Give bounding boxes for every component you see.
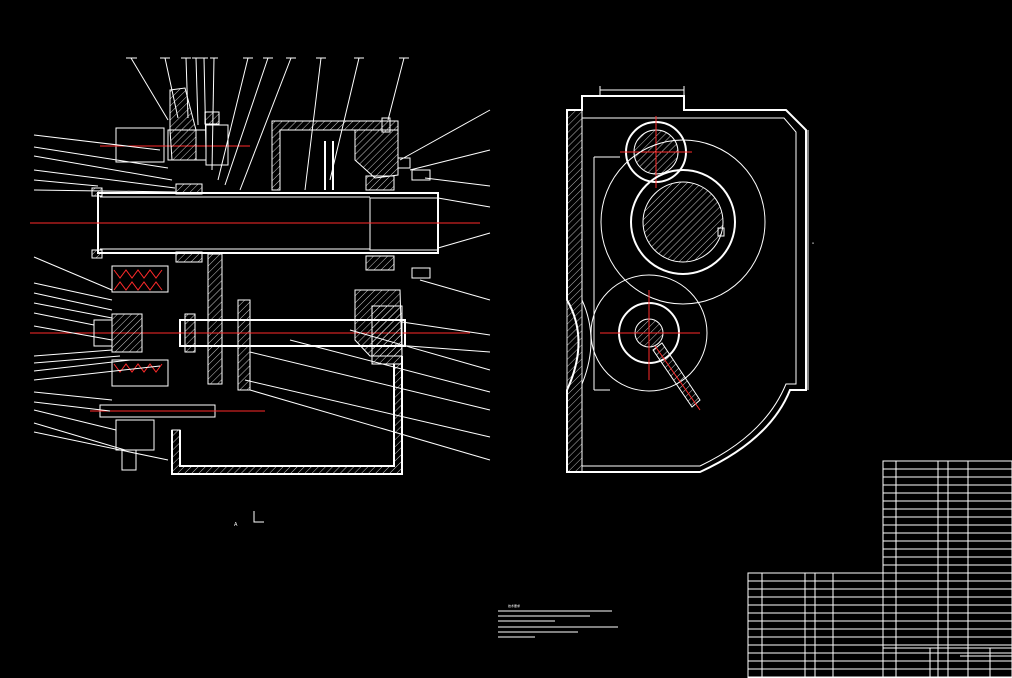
lower-gear bbox=[590, 274, 708, 392]
side-view: A bbox=[566, 86, 815, 473]
view-label: A bbox=[234, 522, 238, 528]
parts-list-lower bbox=[747, 572, 1012, 678]
side-view-label: A bbox=[812, 241, 815, 245]
technical-notes: 技术要求 bbox=[498, 603, 618, 638]
spring-pack bbox=[111, 265, 169, 387]
top-housing-plate bbox=[271, 120, 399, 191]
leader-lines bbox=[33, 57, 491, 461]
section-label: A bbox=[234, 511, 264, 528]
large-gear bbox=[600, 139, 766, 305]
sectional-assembly-view bbox=[30, 57, 491, 475]
lower-housing bbox=[171, 356, 403, 475]
title-block bbox=[882, 647, 1012, 678]
technical-notes-title: 技术要求 bbox=[508, 603, 520, 608]
parts-list-upper bbox=[882, 460, 1012, 574]
motor-block bbox=[115, 127, 165, 163]
